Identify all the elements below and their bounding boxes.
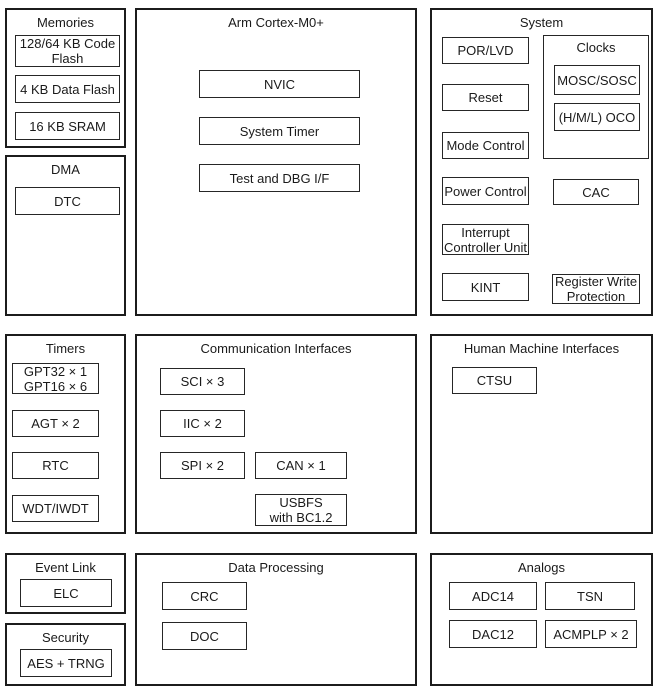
sci-box: SCI × 3 [160,368,245,395]
crc-box: CRC [162,582,247,610]
clocks-title: Clocks [576,40,616,55]
nvic-box: NVIC [199,70,360,98]
mosc-sosc-box: MOSC/SOSC [554,65,640,95]
kint-box: KINT [442,273,529,301]
sram-box: 16 KB SRAM [15,112,120,140]
cortex-block: Arm Cortex-M0+ NVIC System Timer Test an… [135,8,417,316]
adc14-box: ADC14 [449,582,537,610]
power-control-box: Power Control [442,177,529,205]
cac-box: CAC [553,179,639,205]
mode-control-box: Mode Control [442,132,529,159]
memories-title: Memories [36,15,95,30]
analogs-block: Analogs ADC14 TSN DAC12 ACMPLP × 2 [430,553,653,686]
ctsu-box: CTSU [452,367,537,394]
communication-block: Communication Interfaces SCI × 3 IIC × 2… [135,334,417,534]
dac12-box: DAC12 [449,620,537,648]
rtc-box: RTC [12,452,99,479]
por-lvd-box: POR/LVD [442,37,529,64]
spi-box: SPI × 2 [160,452,245,479]
oco-box: (H/M/L) OCO [554,103,640,131]
cortex-title: Arm Cortex-M0+ [228,15,324,30]
iic-box: IIC × 2 [160,410,245,437]
reset-box: Reset [442,84,529,111]
tsn-box: TSN [545,582,635,610]
system-title: System [519,15,564,30]
memories-block: Memories 128/64 KB Code Flash 4 KB Data … [5,8,126,148]
elc-box: ELC [20,579,112,607]
usbfs-box: USBFS with BC1.2 [255,494,347,526]
security-block: Security AES + TRNG [5,623,126,686]
dtc-box: DTC [15,187,120,215]
gpt-box: GPT32 × 1 GPT16 × 6 [12,363,99,394]
data-processing-block: Data Processing CRC DOC [135,553,417,686]
dma-block: DMA DTC [5,155,126,316]
event-link-title: Event Link [35,560,96,575]
timers-title: Timers [45,341,86,356]
hmi-block: Human Machine Interfaces CTSU [430,334,653,534]
test-dbg-box: Test and DBG I/F [199,164,360,192]
can-box: CAN × 1 [255,452,347,479]
analogs-title: Analogs [518,560,565,575]
timers-block: Timers GPT32 × 1 GPT16 × 6 AGT × 2 RTC W… [5,334,126,534]
interrupt-controller-box: Interrupt Controller Unit [442,224,529,255]
wdt-box: WDT/IWDT [12,495,99,522]
data-flash-box: 4 KB Data Flash [15,75,120,103]
data-processing-title: Data Processing [228,560,324,575]
system-block: System POR/LVD Reset Mode Control Power … [430,8,653,316]
event-link-block: Event Link ELC [5,553,126,614]
acmplp-box: ACMPLP × 2 [545,620,637,648]
register-write-protection-box: Register Write Protection [552,274,640,304]
communication-title: Communication Interfaces [200,341,352,356]
hmi-title: Human Machine Interfaces [463,341,620,356]
aes-trng-box: AES + TRNG [20,649,112,677]
system-timer-box: System Timer [199,117,360,145]
security-title: Security [42,630,89,645]
agt-box: AGT × 2 [12,410,99,437]
code-flash-box: 128/64 KB Code Flash [15,35,120,67]
doc-box: DOC [162,622,247,650]
dma-title: DMA [51,162,80,177]
clocks-subblock: Clocks MOSC/SOSC (H/M/L) OCO [543,35,649,159]
